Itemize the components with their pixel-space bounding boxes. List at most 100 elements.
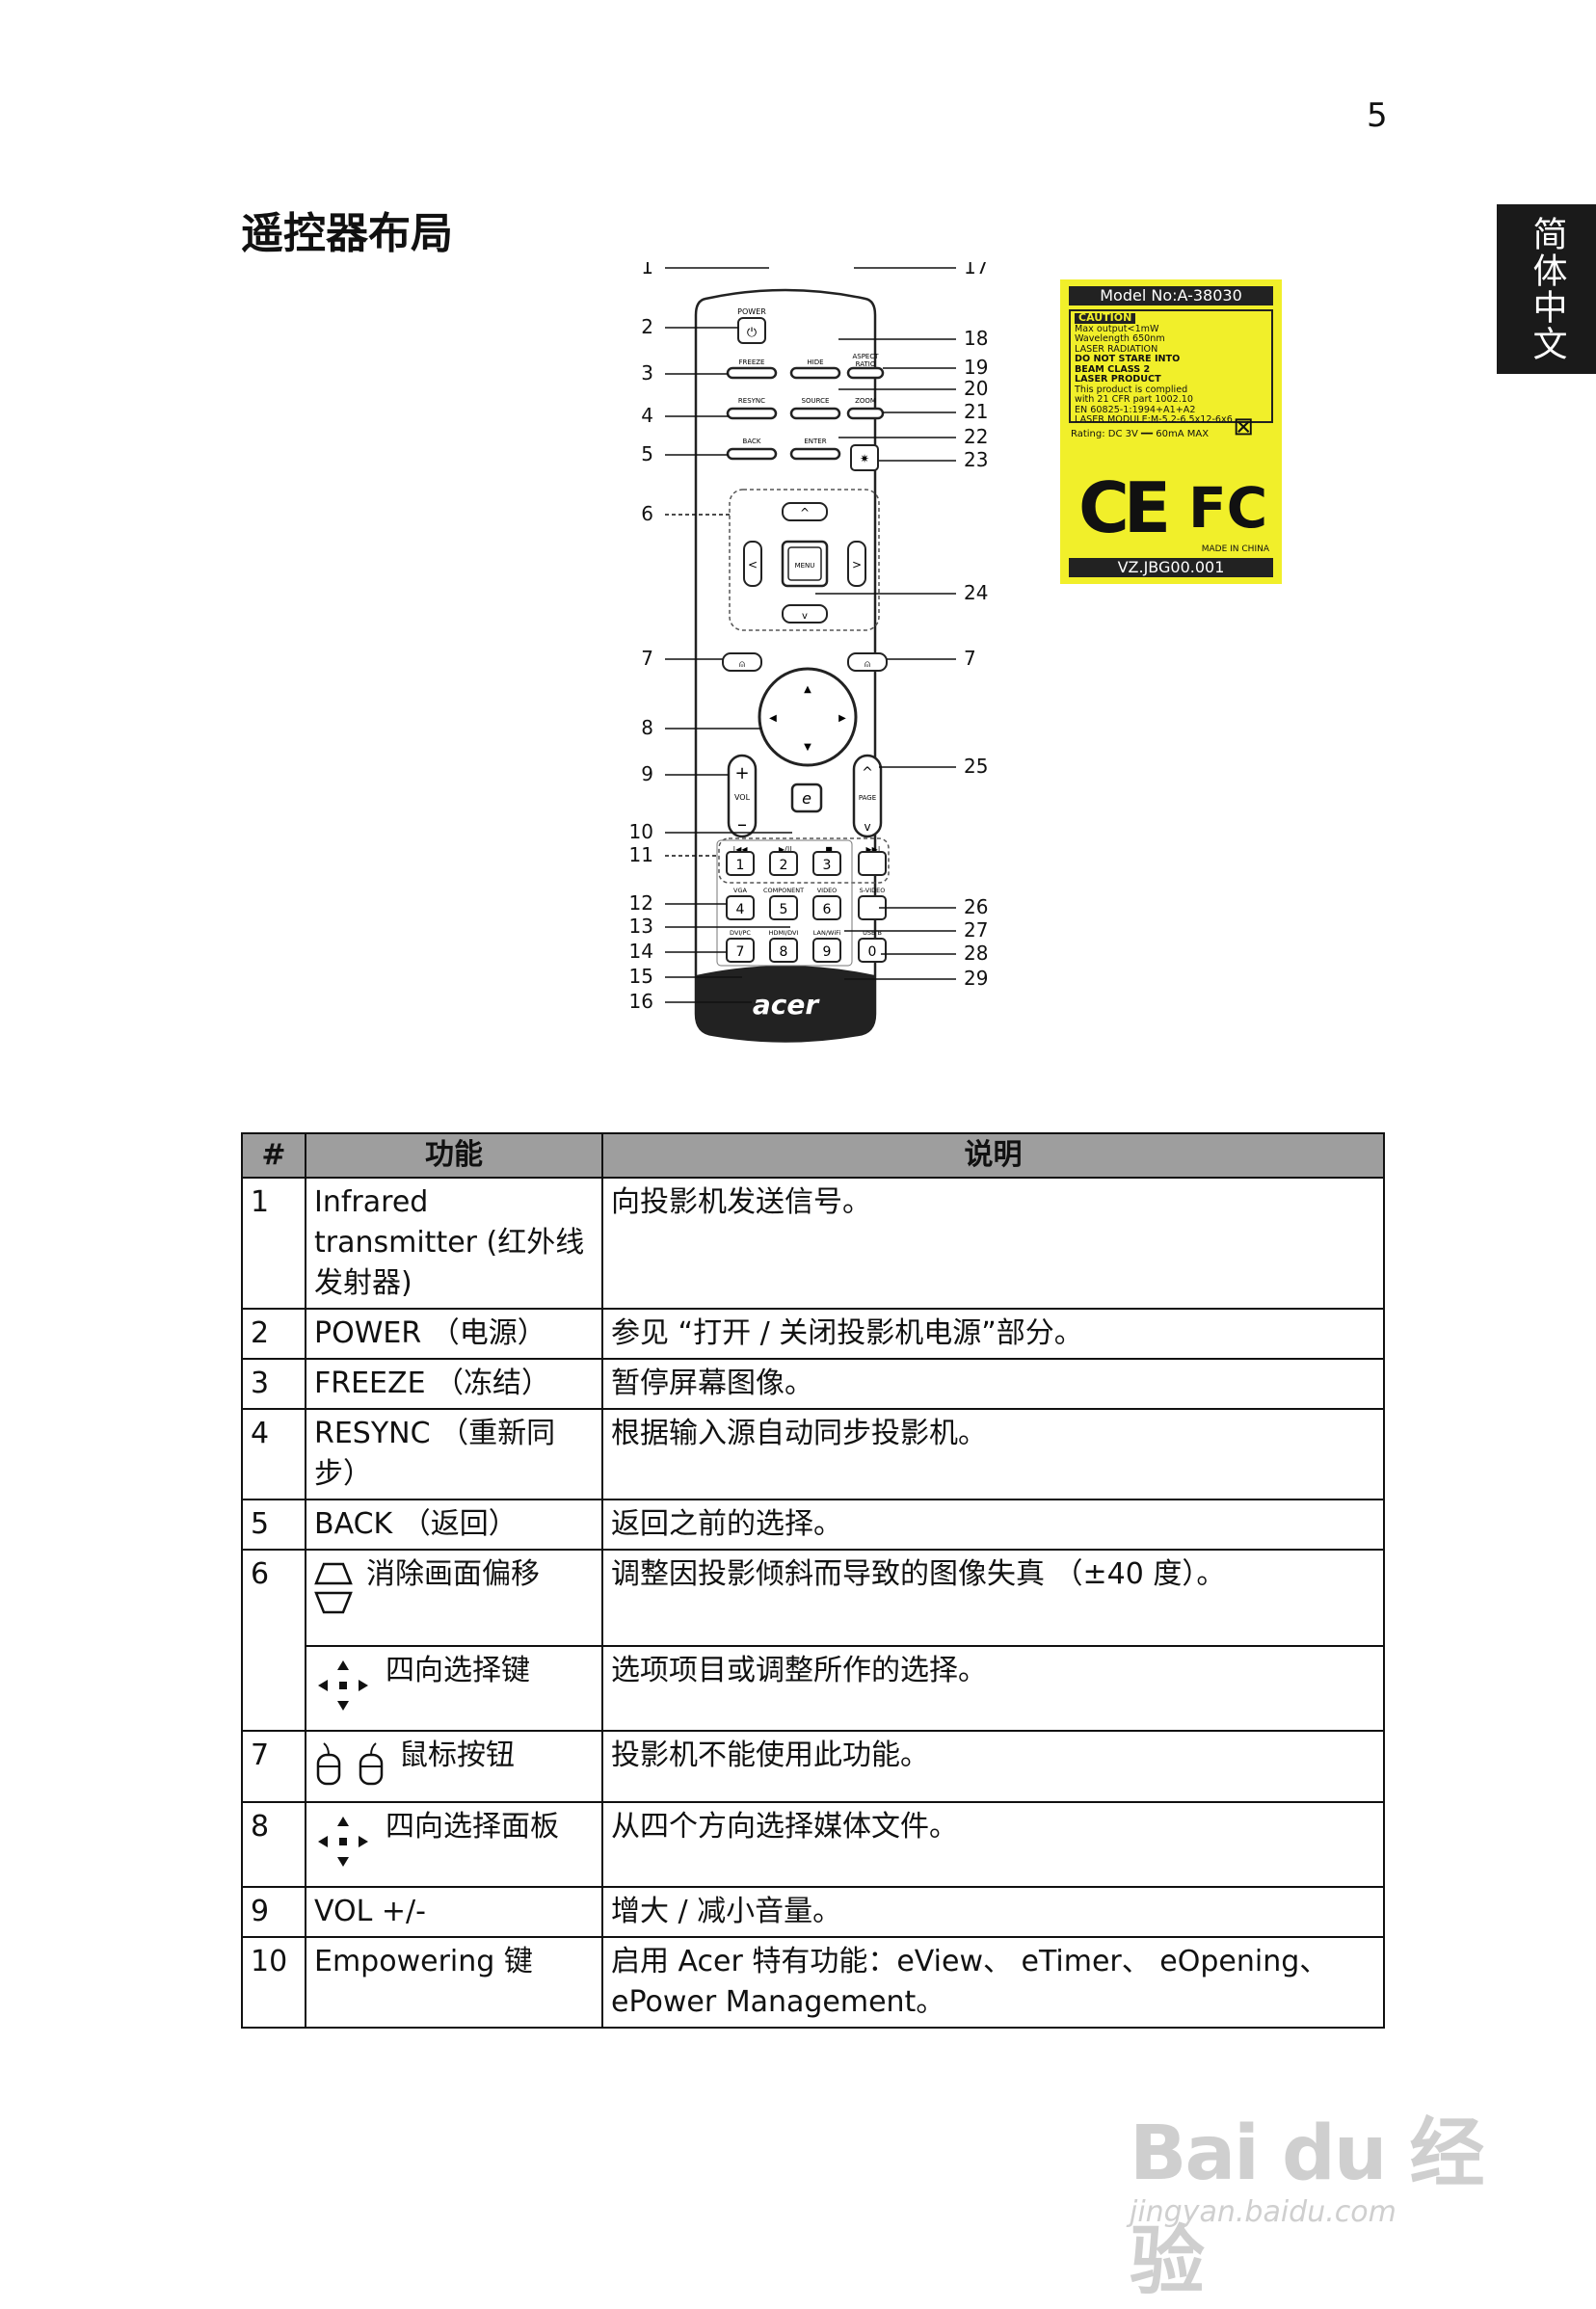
language-side-tab: 简体中文: [1497, 204, 1596, 374]
numpad-source-label: VGA: [733, 887, 747, 894]
numpad-key: [769, 851, 798, 876]
svg-text:▶/||: ▶/||: [779, 845, 792, 854]
callout-number: 1: [641, 262, 653, 279]
table-row: 5 BACK （返回） 返回之前的选择。: [241, 1499, 1385, 1551]
callout-number: 24: [964, 581, 988, 604]
svg-text:▼: ▼: [804, 742, 811, 753]
caution-line: LASER MODULE:M-5.2-6.5x12-6x6: [1075, 414, 1233, 425]
numpad-key-label: 4: [736, 902, 745, 917]
svg-text:◀: ◀: [769, 713, 777, 724]
empowering-button: [790, 783, 823, 813]
svg-text:>: >: [852, 558, 862, 571]
table-row: 四向选择键 选项项目或调整所作的选择。: [242, 1645, 1385, 1732]
numpad-source-label: S-VIDEO: [860, 887, 886, 894]
numpad-key-label: 2: [780, 858, 788, 873]
ce-mark: CE: [1078, 467, 1171, 548]
svg-text:RATIO: RATIO: [856, 360, 876, 368]
row-num: 10: [241, 1936, 306, 2029]
row-function: VOL +/-: [305, 1886, 603, 1938]
row-description: 根据输入源自动同步投影机。: [601, 1408, 1385, 1500]
svg-text:HIDE: HIDE: [807, 358, 823, 366]
caution-line: DO NOT STARE INTO: [1075, 354, 1181, 364]
callout-number: 16: [629, 990, 653, 1013]
callout-number: 7: [641, 647, 653, 670]
table-row: 2 POWER （电源） 参见 “打开 / 关闭投影机电源”部分。: [241, 1308, 1385, 1360]
numpad-key: [769, 895, 798, 920]
baidu-watermark: Bai du 经验 jingyan.baidu.com: [1130, 2051, 1496, 2305]
numpad-key-label: 1: [736, 858, 745, 873]
caution-line: EN 60825-1:1994+A1+A2: [1075, 404, 1196, 415]
back-button: [726, 447, 778, 461]
callout-number: 12: [629, 891, 653, 915]
row-function: 四向选择面板: [305, 1801, 603, 1888]
numpad-key-label: 6: [823, 902, 832, 917]
four-way-arrow-icon: [318, 1660, 368, 1711]
label-caution-box: CAUTION Max output<1mW Wavelength 650nm …: [1069, 309, 1273, 425]
row-num: 7: [241, 1730, 306, 1803]
svg-text:–: –: [737, 812, 747, 836]
svg-text:MENU: MENU: [795, 562, 815, 570]
resync-button: [726, 407, 778, 420]
numpad-key-label: 5: [780, 902, 788, 917]
svg-text:▶: ▶: [838, 713, 846, 724]
laser-warning-label: Model No:A-38030 CAUTION Max output<1mW …: [1060, 279, 1282, 584]
svg-text:■: ■: [825, 845, 833, 854]
callout-number: 28: [964, 942, 988, 965]
page-title: 遥控器布局: [241, 209, 453, 258]
svg-text:FREEZE: FREEZE: [739, 358, 765, 366]
row-description: 从四个方向选择媒体文件。: [601, 1801, 1385, 1888]
watermark-url: jingyan.baidu.com: [1130, 2195, 1396, 2229]
callout-number: 2: [641, 315, 653, 338]
numpad-key-label: 8: [780, 944, 788, 960]
svg-text:ZOOM: ZOOM: [855, 397, 876, 405]
function-table: # 功能 说明 1 Infrared transmitter (红外线发射器) …: [241, 1132, 1385, 2029]
row-description: 调整因投影倾斜而导致的图像失真 （±40 度）。: [601, 1549, 1385, 1647]
remote-control-diagram: acer POWER ⏻ FREEZE HIDE ASPECT RATIO RE…: [629, 262, 988, 1043]
svg-text:POWER: POWER: [737, 307, 766, 316]
numpad-key: [812, 895, 841, 920]
numpad-key: [726, 938, 755, 963]
source-button: [789, 407, 841, 420]
keystone-icon: [314, 1562, 353, 1614]
keystone-pad-outline: [729, 489, 880, 631]
numpad-key: [812, 938, 841, 963]
row-description: 启用 Acer 特有功能：eView、 eTimer、 eOpening、 eP…: [601, 1936, 1385, 2029]
row-num: 2: [241, 1308, 306, 1360]
svg-text:▲: ▲: [804, 684, 811, 695]
row-function-label: 鼠标按钮: [399, 1738, 515, 1772]
callout-number: 14: [629, 940, 653, 963]
page-number: 5: [1367, 96, 1388, 135]
callout-number: 5: [641, 442, 653, 465]
four-way-arrow-icon: [318, 1817, 368, 1867]
made-in: MADE IN CHINA: [1201, 544, 1269, 554]
row-function-label: 四向选择键: [386, 1654, 530, 1687]
row-function: FREEZE （冻结）: [305, 1358, 603, 1410]
row-function: Empowering 键: [305, 1936, 603, 2029]
svg-text:^: ^: [800, 506, 810, 519]
numpad-key-label: 0: [868, 944, 877, 960]
table-row: 4 RESYNC （重新同步） 根据输入源自动同步投影机。: [241, 1408, 1385, 1500]
label-model: Model No:A-38030: [1069, 286, 1273, 305]
svg-text:▶▶|: ▶▶|: [866, 845, 881, 854]
right-button: [847, 541, 866, 587]
up-button: [782, 502, 828, 521]
caution-line: Wavelength 650nm: [1075, 333, 1165, 344]
table-row: 8 四向选择面板 从四个方向选择媒体文件。: [241, 1801, 1385, 1888]
callout-number: 23: [964, 448, 988, 471]
hide-button: [789, 366, 841, 380]
row-num: 9: [241, 1886, 306, 1938]
numpad-key-label: 9: [823, 944, 832, 960]
numpad-key: [812, 851, 841, 876]
callout-number: 26: [964, 895, 988, 918]
numpad-key: [726, 851, 755, 876]
numpad-key: [858, 938, 887, 963]
label-rating: Rating: DC 3V ━━ 60mA MAX: [1071, 429, 1210, 439]
header-function: 功能: [305, 1132, 603, 1179]
callout-number: 4: [641, 404, 653, 427]
row-num: 8: [241, 1801, 306, 1888]
table-row: 10 Empowering 键 启用 Acer 特有功能：eView、 eTim…: [241, 1936, 1385, 2029]
header-num: #: [241, 1132, 306, 1179]
label-code: VZ.JBG00.001: [1069, 558, 1273, 577]
svg-text:BACK: BACK: [743, 438, 761, 445]
table-row: 7 鼠标按钮: [241, 1730, 1385, 1803]
